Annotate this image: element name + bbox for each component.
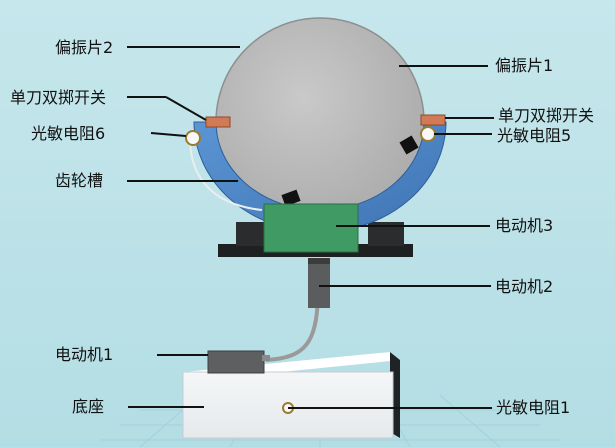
gear-block	[281, 189, 301, 207]
photoresistor-6	[185, 130, 201, 146]
sensor-wire	[189, 137, 263, 211]
gear-groove	[193, 121, 447, 233]
label-photoresistor-1: 光敏电阻1	[496, 398, 571, 417]
label-polarizer-1: 偏振片1	[495, 56, 554, 75]
label-motor-2: 电动机2	[495, 277, 554, 296]
label-base: 底座	[72, 397, 105, 416]
motor-3	[263, 203, 359, 253]
gear-block	[399, 135, 419, 155]
motor-2	[308, 258, 330, 308]
label-polarizer-2: 偏振片2	[55, 38, 114, 57]
label-gear-groove: 齿轮槽	[55, 171, 104, 190]
leader-lines	[127, 46, 494, 409]
photoresistor-5	[420, 126, 436, 142]
motor-1	[207, 350, 270, 374]
label-photoresistor-5: 光敏电阻5	[497, 126, 572, 145]
dpdt-switch-left	[205, 116, 231, 128]
label-photoresistor-6: 光敏电阻6	[31, 124, 106, 143]
label-dpdt-switch-left: 单刀双掷开关	[10, 88, 107, 107]
label-dpdt-switch-right: 单刀双掷开关	[498, 106, 595, 125]
label-motor-1: 电动机1	[55, 345, 114, 364]
base-box	[182, 352, 400, 439]
motor-cable	[265, 297, 320, 362]
label-motor-3: 电动机3	[495, 216, 554, 235]
dpdt-switch-right	[420, 114, 446, 126]
